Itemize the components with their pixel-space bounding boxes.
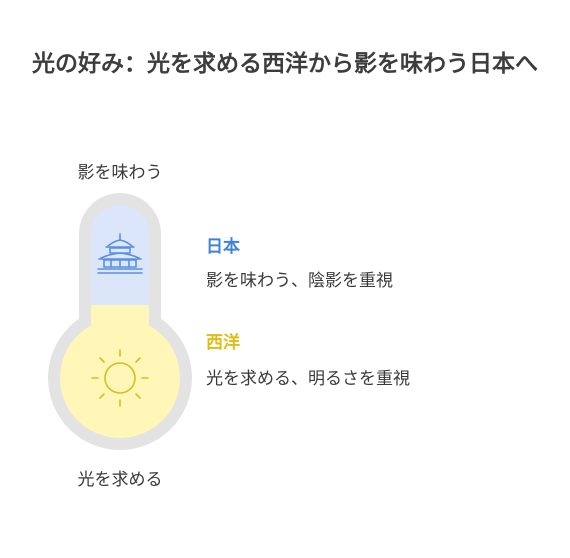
japan-title: 日本 [206, 237, 240, 257]
scale-bottom-label: 光を求める [77, 470, 163, 490]
thermometer-bulb-fill [60, 318, 180, 438]
page-title: 光の好み：光を求める西洋から影を味わう日本へ [32, 51, 538, 77]
thermometer-tube-blue [91, 205, 149, 305]
sun-icon [91, 349, 149, 407]
west-title: 西洋 [206, 333, 240, 353]
pagoda-icon [97, 233, 143, 274]
japan-description: 影を味わう、陰影を重視 [206, 271, 393, 291]
west-description: 光を求める、明るさを重視 [206, 369, 410, 389]
scale-top-label: 影を味わう [77, 163, 163, 183]
